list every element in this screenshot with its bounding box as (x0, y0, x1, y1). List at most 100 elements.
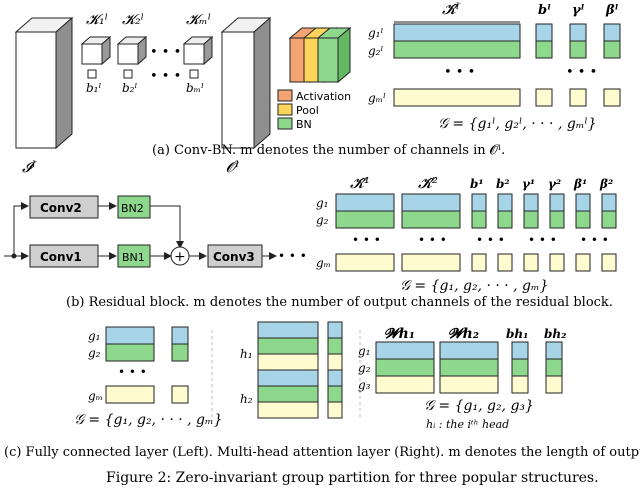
bh2-title: bh₂ (544, 327, 566, 341)
mha-stack-cell (327, 321, 343, 339)
matrix-b1-row-1 (335, 193, 395, 212)
matrix-b2-row-m (401, 253, 461, 272)
kernel-cube-2 (116, 35, 148, 66)
mha-stack-cell (257, 401, 319, 419)
panel-b-col-header: b¹ (470, 177, 484, 191)
bias-box-1 (87, 69, 97, 79)
bh2-1 (545, 341, 563, 360)
row-label-gm: gₘˡ (368, 91, 386, 105)
fc-dots: • • • (118, 365, 147, 379)
mha-stack-cell (327, 353, 343, 371)
input-label: 𝓘ˡ (22, 158, 37, 176)
legend-bn-swatch (277, 117, 293, 130)
mha-stack-cell (257, 385, 319, 403)
fc-bias-2 (171, 343, 189, 362)
row-cr-g2: g₂ (358, 361, 371, 375)
legend-activation: Activation (296, 90, 351, 103)
block-dots: • • • (278, 249, 307, 263)
wh1-row-1 (375, 341, 435, 360)
panel-b-col-header: β² (599, 177, 613, 191)
block-conv1-label: Conv1 (40, 250, 82, 264)
bh1-2 (511, 358, 529, 377)
row-c-gm: gₘ (88, 389, 103, 403)
matrix-b2-title: 𝓚̂² (418, 174, 438, 192)
matrix-a-row-2 (393, 40, 521, 59)
col-header-b: bˡ (538, 3, 551, 18)
mid-h1: h₁ (240, 347, 253, 361)
panel-b-vector-cell (549, 210, 565, 229)
mha-stack-cell (257, 337, 319, 355)
group-eq-c-left: 𝒢 = {g₁, g₂, · · · , gₘ} (74, 412, 223, 428)
row-c-g1: g₁ (88, 329, 101, 343)
panel-b-vector-cell (575, 210, 591, 229)
row-b-g2: g₂ (316, 213, 329, 227)
wh1-row-2 (375, 358, 435, 377)
panel-b-vector-cell (497, 210, 513, 229)
bias-dots: • • • (150, 69, 181, 84)
block-conv2-label: Conv2 (40, 201, 82, 215)
kernel-dots: • • • (150, 45, 181, 60)
wh2-row-3 (439, 375, 499, 394)
panel-b-vector-cell (497, 193, 513, 212)
panel-b-col-header: γ¹ (522, 177, 535, 191)
row-label-g1: g₁ˡ (368, 26, 383, 40)
block-conv3 (207, 244, 263, 268)
panel-b-vector-cell (575, 253, 591, 272)
panel-b-vector-cell (471, 210, 487, 229)
caption-b: (b) Residual block. m denotes the number… (66, 295, 613, 310)
fc-bias-1 (171, 326, 189, 345)
legend-pool: Pool (296, 104, 319, 117)
bh2-2 (545, 358, 563, 377)
panel-b-vector-cell (523, 253, 539, 272)
row-c-g2: g₂ (88, 346, 101, 360)
block-conv2 (29, 195, 99, 219)
fc-bias-m (171, 385, 189, 404)
bias-box-2 (123, 69, 133, 79)
vec-beta-1 (603, 23, 621, 42)
bias-box-m (189, 69, 199, 79)
vec-beta-m (603, 88, 621, 107)
matrix-b2-row-1 (401, 193, 461, 212)
panel-b: Conv2 BN2 Conv1 BN1 + Conv3 • • • 𝓚̂¹ 𝓚̂… (4, 174, 617, 310)
matrix-b1-row-2 (335, 210, 395, 229)
fc-row-m (105, 385, 155, 404)
wh1-row-3 (375, 375, 435, 394)
row-label-g2: g₂ˡ (368, 44, 383, 58)
fc-row-1 (105, 326, 155, 345)
panel-b-vector-cell (523, 210, 539, 229)
panel-b-col-header: γ² (548, 177, 561, 191)
panel-b-vector-cell (471, 253, 487, 272)
block-conv3-label: Conv3 (213, 250, 255, 264)
matrix-a-title: 𝓚̂ˡ (442, 0, 461, 18)
matrix-b1-dots: • • • (352, 233, 381, 247)
mha-stack-cell (257, 369, 319, 387)
kernel-cube-1 (80, 35, 112, 66)
matrix-a-dots: • • • (444, 65, 475, 80)
mha-stack-cell (257, 353, 319, 371)
caption-a: (a) Conv-BN. m denotes the number of cha… (152, 143, 505, 158)
panel-b-vector-cell (523, 193, 539, 212)
block-bn2 (117, 195, 151, 219)
bh1-3 (511, 375, 529, 394)
block-bn2-label: BN2 (121, 202, 144, 215)
input-tensor (14, 16, 74, 150)
panel-b-col-header: β¹ (573, 177, 587, 191)
panel-b-vector-dots: • • • (476, 233, 505, 247)
wh2-row-1 (439, 341, 499, 360)
bias-label-2: b₂ˡ (122, 81, 137, 95)
wh2-title: 𝓦h₂ (448, 326, 479, 342)
vec-b-m (535, 88, 553, 107)
panel-b-vector-dots: • • • (580, 233, 609, 247)
output-tensor (220, 16, 272, 150)
panel-b-col-header: b² (496, 177, 510, 191)
col-header-beta: βˡ (605, 3, 619, 18)
vec-a-dots: • • • (566, 65, 597, 80)
vec-gamma-m (569, 88, 587, 107)
vec-b-1 (535, 23, 553, 42)
legend-bn: BN (296, 118, 312, 131)
kernel-label-m: 𝓚ₘˡ (186, 12, 211, 28)
mha-stack-cell (257, 321, 319, 339)
head-note: hᵢ : the iᵗʰ head (426, 418, 509, 431)
